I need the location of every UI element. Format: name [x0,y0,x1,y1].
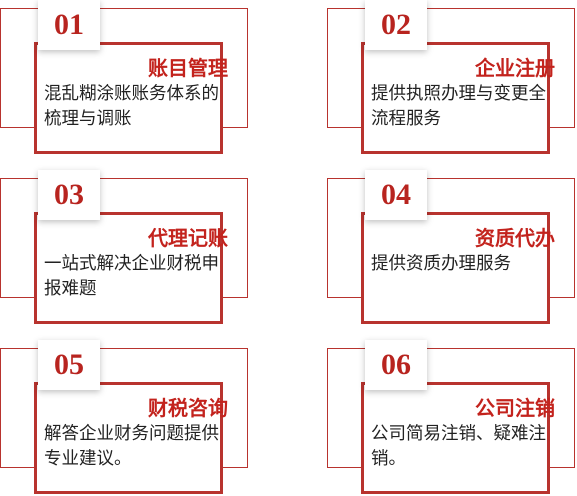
service-card-account-management[interactable]: 01 账目管理 混乱糊涂账账务体系的梳理与调账 [0,0,248,154]
service-card-company-registration[interactable]: 02 企业注册 提供执照办理与变更全流程服务 [327,0,575,154]
card-inner-frame [34,212,223,324]
card-number-badge: 06 [365,340,427,390]
card-number-badge: 03 [38,170,100,220]
service-card-qualification-agency[interactable]: 04 资质代办 提供资质办理服务 [327,170,575,324]
card-number-badge: 01 [38,0,100,50]
card-description: 提供资质办理服务 [371,254,511,274]
card-description: 提供执照办理与变更全流程服务 [371,84,546,129]
service-card-company-deregistration[interactable]: 06 公司注销 公司简易注销、疑难注销。 [327,340,575,494]
card-inner-frame [34,42,223,154]
service-card-bookkeeping[interactable]: 03 代理记账 一站式解决企业财税申报难题 [0,170,248,324]
card-title: 公司注销 [475,396,555,420]
card-description: 解答企业财务问题提供专业建议。 [44,424,219,469]
card-description: 公司简易注销、疑难注销。 [371,424,546,469]
card-inner-frame [361,382,550,494]
card-number-badge: 02 [365,0,427,50]
card-title: 代理记账 [148,226,228,250]
card-description: 一站式解决企业财税申报难题 [44,254,219,299]
card-title: 财税咨询 [148,396,228,420]
card-title: 账目管理 [148,56,228,80]
card-title: 企业注册 [475,56,555,80]
card-number-badge: 04 [365,170,427,220]
card-title: 资质代办 [475,226,555,250]
card-number-badge: 05 [38,340,100,390]
card-inner-frame [34,382,223,494]
card-inner-frame [361,42,550,154]
card-description: 混乱糊涂账账务体系的梳理与调账 [44,84,219,129]
card-inner-frame [361,212,550,324]
service-card-tax-consulting[interactable]: 05 财税咨询 解答企业财务问题提供专业建议。 [0,340,248,494]
